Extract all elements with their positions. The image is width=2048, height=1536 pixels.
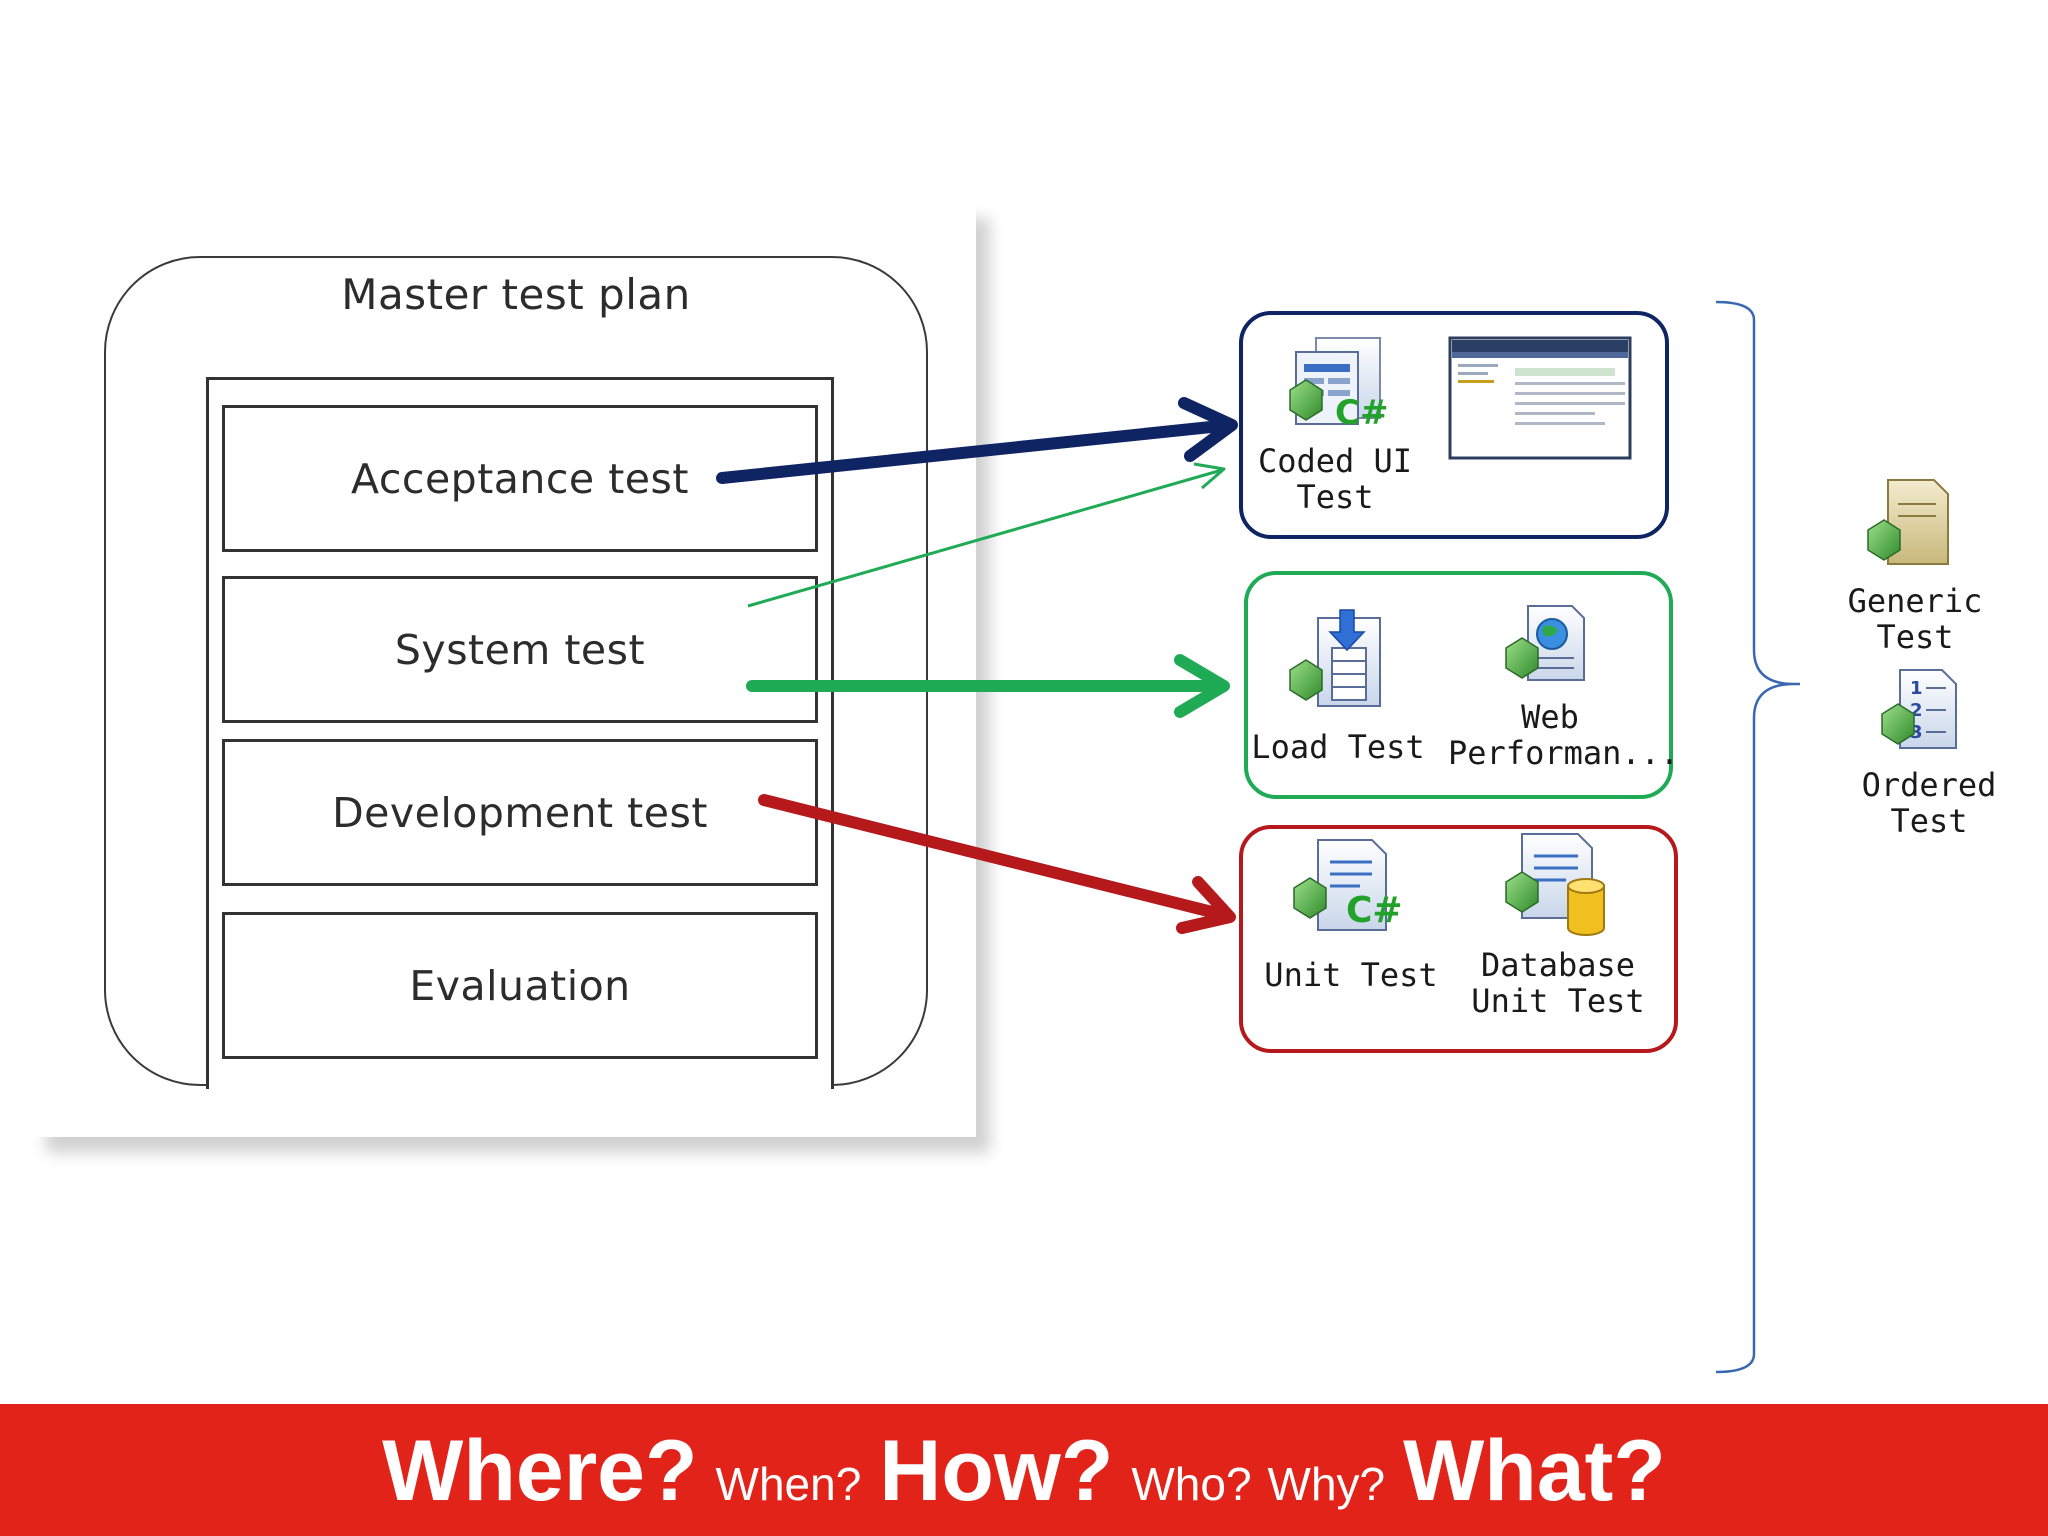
level-development-test: Development test xyxy=(222,739,818,886)
svg-text:1: 1 xyxy=(1910,678,1923,699)
group-unit-tests xyxy=(1239,825,1678,1053)
arrow-system-to-load xyxy=(746,654,1230,718)
footer-banner: Where? When? How? Who? Why? What? xyxy=(0,1404,2048,1536)
footer-where: Where? xyxy=(382,1423,698,1519)
label-load-test: Load Test xyxy=(1251,728,1425,766)
level-system-test: System test xyxy=(222,576,818,723)
ordered-test-icon: 1 2 3 xyxy=(1881,669,1957,749)
label-database-unit-test: Database Unit Test xyxy=(1471,946,1645,1020)
load-test-icon xyxy=(1289,609,1381,707)
footer-how: How? xyxy=(879,1423,1114,1519)
unit-test-icon: C# xyxy=(1293,839,1403,931)
diagram-graphics: C# C# xyxy=(716,300,1957,1374)
svg-text:C#: C# xyxy=(1346,890,1403,931)
database-unit-test-icon xyxy=(1505,833,1605,936)
footer-what: What? xyxy=(1403,1423,1666,1519)
svg-text:C#: C# xyxy=(1335,393,1388,433)
footer-why: Why? xyxy=(1267,1458,1386,1510)
right-brace xyxy=(1715,300,1795,1374)
master-test-plan-title: Master test plan xyxy=(341,270,691,319)
arrow-system-to-coded-ui xyxy=(747,462,1226,608)
footer-when: When? xyxy=(715,1458,862,1510)
coded-ui-screenshot-thumbnail xyxy=(1448,336,1632,460)
coded-ui-test-icon: C# xyxy=(1289,337,1388,433)
generic-test-icon xyxy=(1867,479,1949,565)
web-performance-test-icon xyxy=(1505,605,1585,681)
label-coded-ui-test: Coded UI Test xyxy=(1257,442,1413,516)
arrow-development-to-unit xyxy=(758,794,1236,934)
arrow-acceptance-to-coded-ui xyxy=(716,397,1238,484)
label-generic-test: Generic Test xyxy=(1847,582,1983,656)
label-ordered-test: Ordered Test xyxy=(1861,766,1997,840)
footer-who: Who? xyxy=(1131,1458,1252,1510)
label-web-performance-test: Web Performan... xyxy=(1448,698,1680,772)
label-unit-test: Unit Test xyxy=(1264,956,1438,994)
level-evaluation: Evaluation xyxy=(222,912,818,1059)
